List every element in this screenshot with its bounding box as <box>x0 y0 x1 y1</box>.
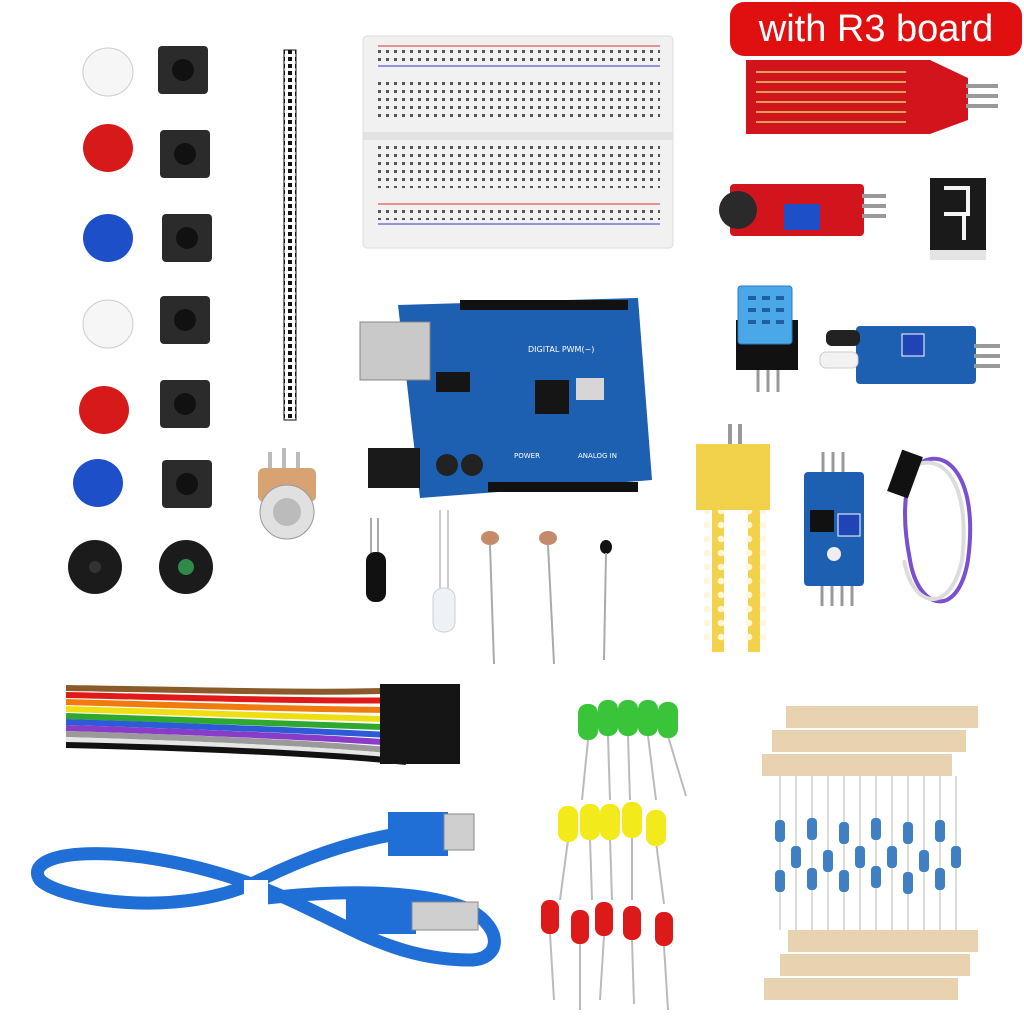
ir-sensor-icon <box>819 326 1000 384</box>
tilt-switch-icon <box>366 518 386 602</box>
uno-board: DIGITAL PWM(~) POWER ANALOG IN <box>359 298 652 498</box>
clear-led <box>432 510 456 633</box>
board-digital-label: DIGITAL PWM(~) <box>528 345 594 354</box>
soil-sensor-icon <box>696 424 770 652</box>
water-sensor-icon <box>746 60 998 134</box>
tactile-switches <box>158 46 212 508</box>
jumper-wire-loop <box>887 449 973 604</box>
board-analog-label: ANALOG IN <box>578 452 617 460</box>
potentiometer-icon <box>258 448 316 540</box>
leds-yellow <box>558 802 666 905</box>
board-badge: with R3 board <box>730 2 1022 56</box>
sound-sensor-icon <box>719 184 886 236</box>
dht11-icon <box>736 285 798 392</box>
seven-segment-icon <box>930 178 986 260</box>
leds-red <box>541 900 673 1011</box>
thermistor-icon <box>600 540 612 661</box>
leds-green <box>578 700 687 801</box>
pin-header-strip <box>283 49 297 421</box>
board-power-label: POWER <box>514 452 540 460</box>
buzzers <box>68 540 213 594</box>
breadboard <box>362 35 674 249</box>
button-caps <box>73 47 134 507</box>
ribbon-jumper-wires <box>65 684 460 765</box>
photoresistor-icon <box>481 531 557 665</box>
sensor-module <box>804 452 864 606</box>
usb-cable-icon <box>31 812 501 967</box>
resistor-icon <box>762 706 978 1000</box>
